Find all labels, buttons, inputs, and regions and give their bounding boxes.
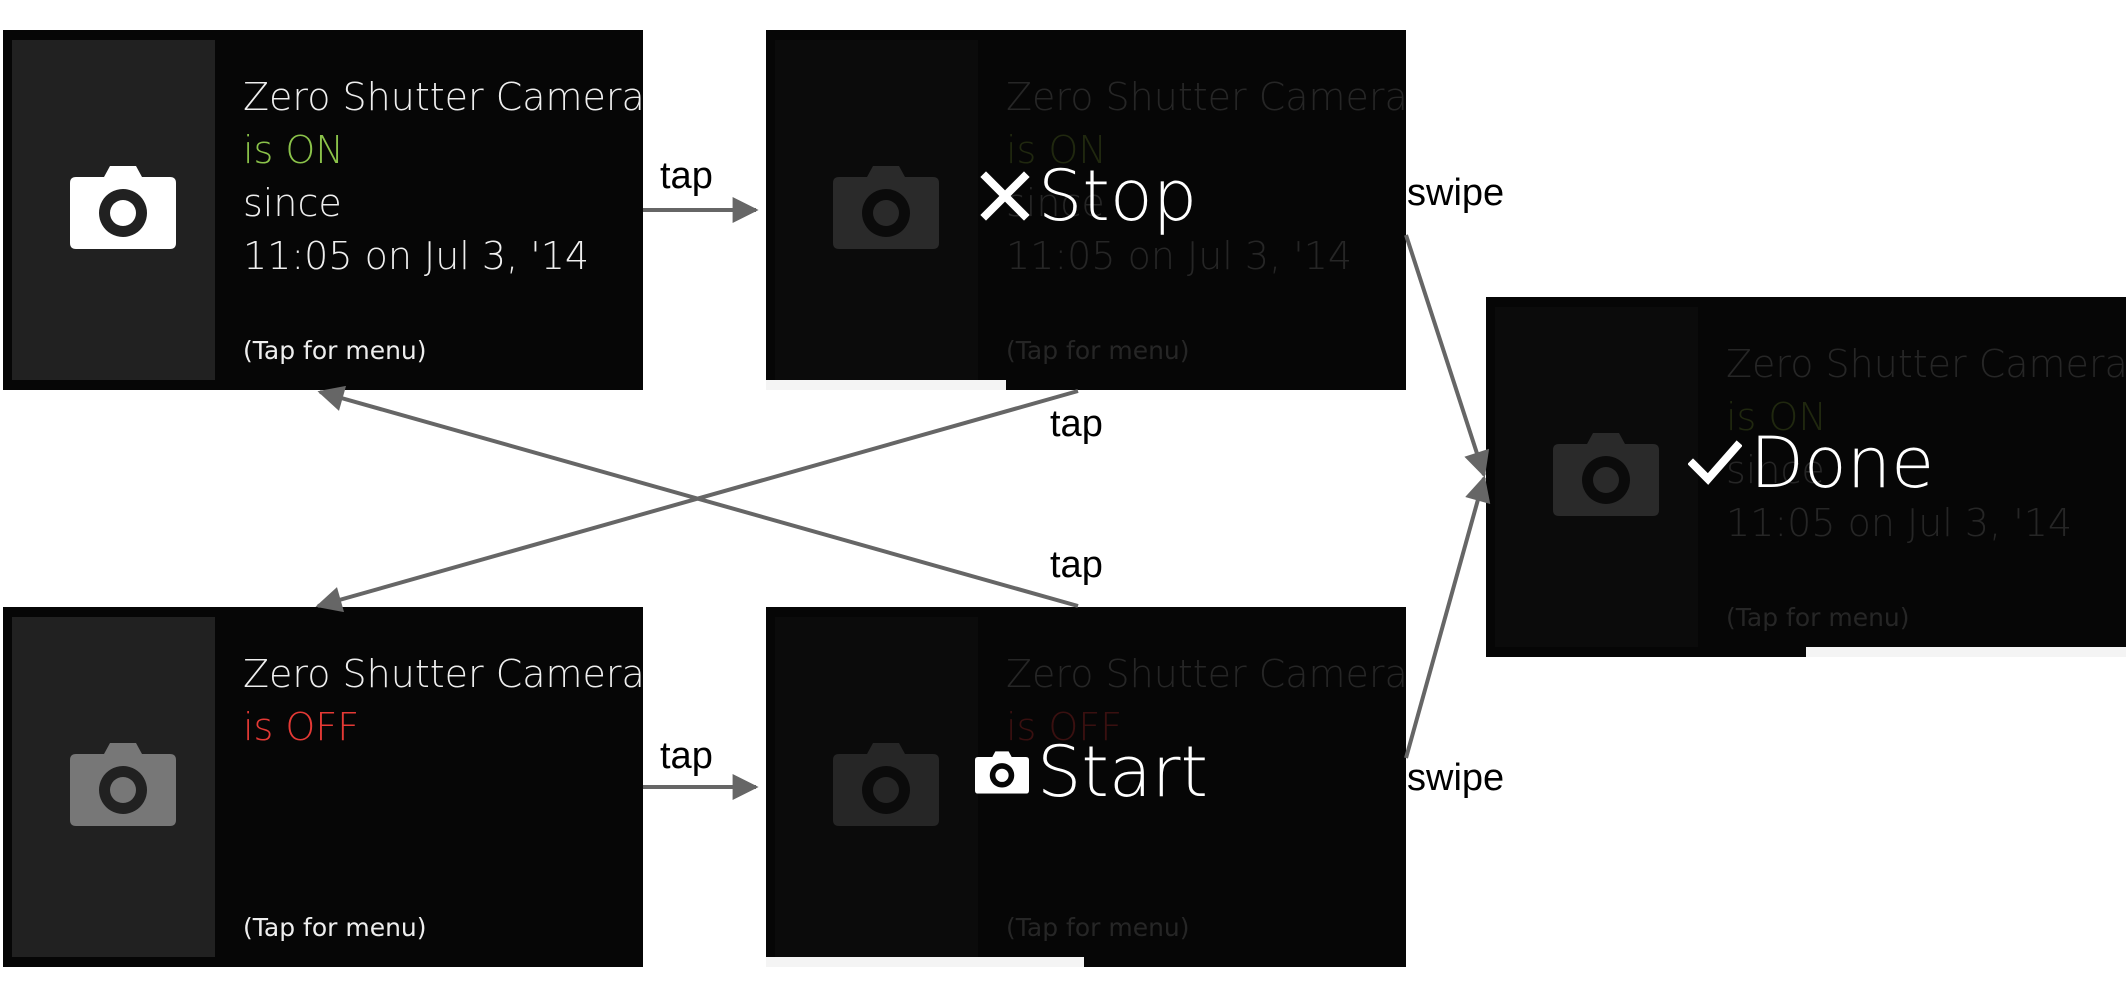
menu-item-label: Start (1037, 731, 1209, 813)
card-side-panel (775, 40, 978, 380)
label-tap-start-to-on: tap (1050, 544, 1103, 586)
label-swipe-stop-to-done: swipe (1407, 172, 1505, 214)
card-title: Zero Shutter Camera (243, 75, 643, 119)
close-icon (980, 171, 1030, 221)
label-tap-stop-to-off: tap (1050, 403, 1103, 445)
label-tap-off-to-start: tap (660, 735, 713, 777)
card-camera-off[interactable]: Zero Shutter Camera is OFF (Tap for menu… (3, 607, 643, 967)
timestamp: 11:05 on Jul 3, '14 (243, 234, 590, 278)
menu-item-done: Done (1688, 422, 1934, 504)
tap-hint: (Tap for menu) (1006, 336, 1190, 365)
card-title: Zero Shutter Camera (243, 652, 643, 696)
card-side-panel (12, 617, 215, 957)
menu-item-label: Done (1750, 422, 1935, 504)
card-underline (1806, 647, 2126, 657)
card-title: Zero Shutter Camera (1726, 342, 2126, 386)
card-camera-on[interactable]: Zero Shutter Camera is ON since 11:05 on… (3, 30, 643, 390)
label-swipe-start-to-done: swipe (1407, 757, 1505, 799)
card-underline (766, 380, 1006, 390)
card-underline (766, 957, 1084, 967)
arrow-start-to-done (1404, 475, 1491, 759)
label-tap-on-to-stop: tap (660, 155, 713, 197)
tap-hint: (Tap for menu) (243, 913, 427, 942)
status-text: is OFF (1006, 705, 1123, 749)
status-text: is ON (1726, 395, 1827, 439)
status-text: is ON (1006, 128, 1107, 172)
arrow-start-to-on (317, 385, 1079, 608)
card-title: Zero Shutter Camera (1006, 75, 1406, 119)
menu-item-start[interactable]: Start (975, 731, 1208, 813)
timestamp: 11:05 on Jul 3, '14 (1726, 501, 2073, 545)
menu-item-label: Stop (1038, 155, 1198, 237)
checkmark-icon (1688, 440, 1742, 485)
status-text: is OFF (243, 705, 360, 749)
tap-hint: (Tap for menu) (243, 336, 427, 365)
status-text: is ON (243, 128, 344, 172)
card-side-panel (775, 617, 978, 957)
card-done-confirmation: Zero Shutter Camera is ON since 11:05 on… (1486, 297, 2126, 657)
card-side-panel (1495, 307, 1698, 647)
tap-hint: (Tap for menu) (1726, 603, 1910, 632)
tap-hint: (Tap for menu) (1006, 913, 1190, 942)
menu-item-stop[interactable]: Stop (980, 155, 1197, 237)
card-side-panel (12, 40, 215, 380)
since-label: since (243, 181, 342, 225)
since-label: since (1726, 448, 1825, 492)
card-stop-menu[interactable]: Zero Shutter Camera is ON since 11:05 on… (766, 30, 1406, 390)
card-title: Zero Shutter Camera (1006, 652, 1406, 696)
card-start-menu[interactable]: Zero Shutter Camera is OFF (Tap for menu… (766, 607, 1406, 967)
timestamp: 11:05 on Jul 3, '14 (1006, 234, 1353, 278)
arrow-stop-to-done (1404, 234, 1490, 478)
